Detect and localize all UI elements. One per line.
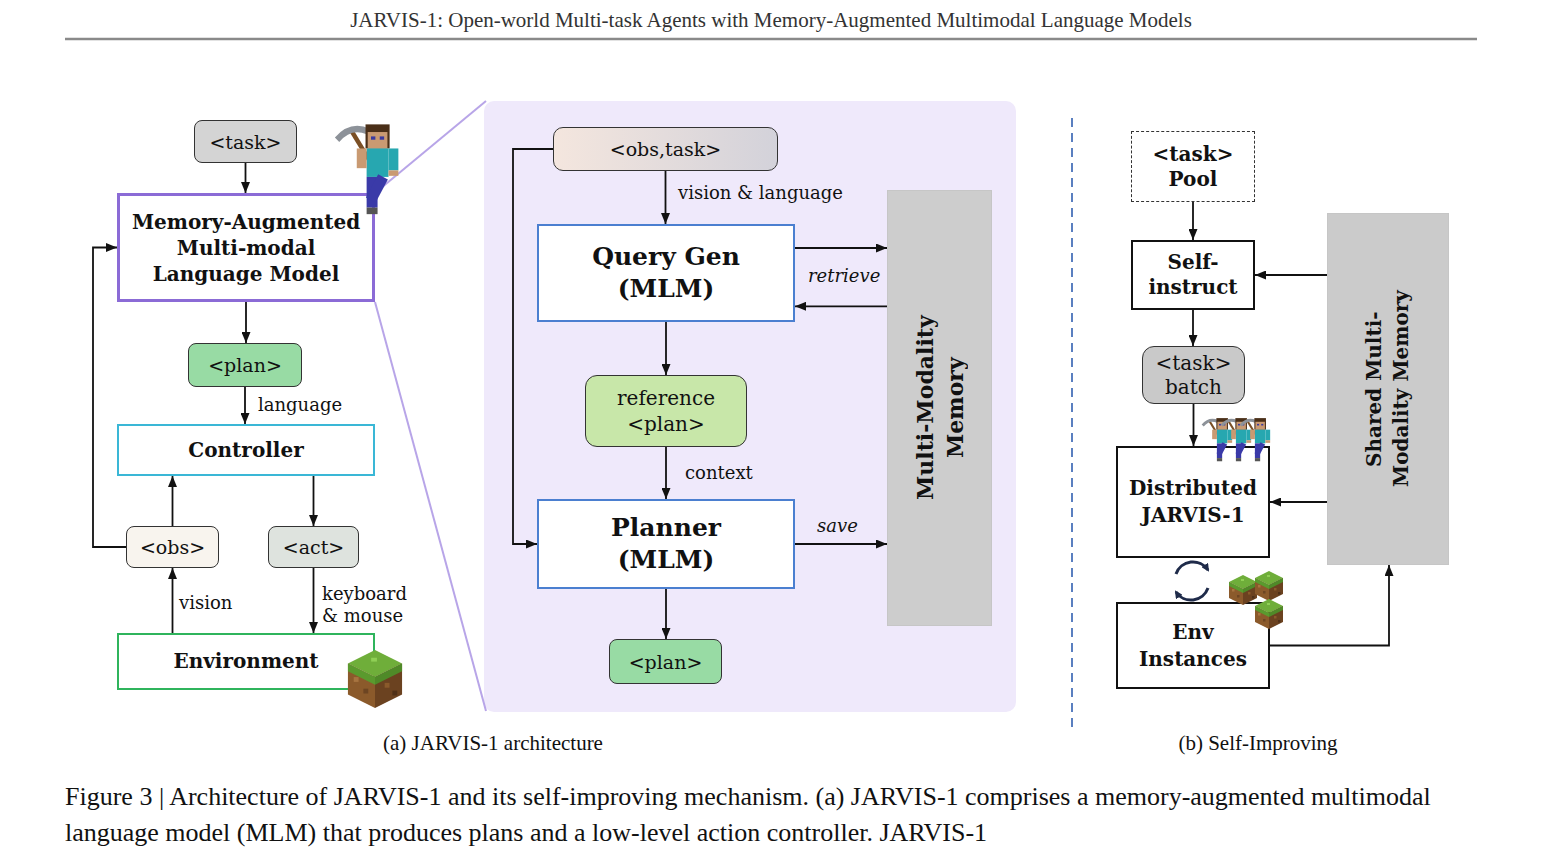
node-text: Controller bbox=[188, 438, 303, 463]
node-text: Self-instruct bbox=[1138, 250, 1248, 300]
zoom-leader bbox=[375, 101, 486, 193]
connector-arrow bbox=[665, 447, 667, 499]
process-box: <obs,task> bbox=[553, 127, 778, 171]
connector-arrow bbox=[313, 568, 315, 633]
process-box: <task> Pool bbox=[1131, 131, 1255, 202]
connector-arrow bbox=[172, 568, 174, 633]
node-text: Environment bbox=[173, 649, 318, 674]
figure-caption: Figure 3 | Architecture of JARVIS-1 and … bbox=[65, 779, 1480, 851]
process-box: Memory-Augmented Multi-modal Language Mo… bbox=[117, 193, 375, 302]
connector-arrow bbox=[795, 543, 887, 545]
node-text: <act> bbox=[283, 535, 344, 559]
cycle-arrow bbox=[1176, 562, 1208, 574]
process-box: Controller bbox=[117, 424, 375, 476]
connector-arrow bbox=[172, 476, 174, 526]
process-box: Query Gen (MLM) bbox=[537, 224, 795, 322]
node-text: Shared Multi-Modality Memory bbox=[1361, 289, 1415, 489]
connector-arrow bbox=[665, 589, 667, 639]
connector-arrow bbox=[1193, 404, 1195, 446]
edge-label: vision & language bbox=[678, 182, 843, 204]
process-box: <obs> bbox=[126, 526, 219, 568]
process-box: Shared Multi-Modality Memory bbox=[1327, 213, 1449, 565]
grass-icon bbox=[1229, 575, 1257, 605]
process-box: <task> batch bbox=[1142, 346, 1245, 404]
node-text: Env Instances bbox=[1128, 619, 1258, 673]
connector-arrow bbox=[313, 476, 315, 526]
header-rule bbox=[65, 38, 1477, 41]
connector-arrow bbox=[1270, 565, 1389, 646]
connector-arrow bbox=[245, 163, 247, 193]
node-text: <plan> bbox=[629, 650, 703, 674]
node-text: Multi-Modality Memory bbox=[910, 303, 970, 513]
process-box: Planner (MLM) bbox=[537, 499, 795, 589]
process-box: reference <plan> bbox=[585, 375, 747, 447]
connector-arrow bbox=[1192, 310, 1194, 346]
connector-arrow bbox=[1255, 274, 1327, 276]
node-text: Memory-Augmented Multi-modal Language Mo… bbox=[126, 209, 366, 287]
process-box: <plan> bbox=[609, 639, 722, 684]
connector-arrow bbox=[1270, 501, 1327, 503]
running-header: JARVIS-1: Open-world Multi-task Agents w… bbox=[0, 7, 1542, 33]
node-text: <task> bbox=[209, 130, 281, 154]
node-text: <obs> bbox=[140, 535, 205, 559]
connector-arrow bbox=[1192, 202, 1194, 240]
edge-label: save bbox=[817, 515, 858, 537]
process-box: <plan> bbox=[188, 343, 302, 387]
edge-label: vision bbox=[179, 592, 232, 614]
process-box: <task> bbox=[194, 120, 297, 163]
cycle-arrow bbox=[1176, 588, 1208, 600]
panel-divider bbox=[1071, 118, 1073, 730]
node-text: Distributed JARVIS-1 bbox=[1121, 475, 1266, 529]
process-box: Self-instruct bbox=[1131, 240, 1255, 310]
zoom-leader bbox=[375, 302, 486, 711]
subfigure-label: (a) JARVIS-1 architecture bbox=[193, 731, 793, 755]
node-text: Query Gen (MLM) bbox=[571, 241, 761, 305]
connector-arrow bbox=[93, 248, 126, 548]
process-box: Env Instances bbox=[1116, 602, 1270, 689]
edge-label: language bbox=[258, 394, 342, 416]
node-text: <plan> bbox=[208, 353, 282, 377]
subfigure-label: (b) Self-Improving bbox=[958, 731, 1542, 755]
process-box: Distributed JARVIS-1 bbox=[1116, 446, 1270, 558]
node-text: <task> batch bbox=[1144, 351, 1244, 399]
edge-label: keyboard & mouse bbox=[322, 583, 422, 627]
edge-label: retrieve bbox=[808, 265, 880, 287]
connector-arrow bbox=[795, 247, 887, 249]
node-text: reference <plan> bbox=[601, 385, 731, 437]
node-text: <task> Pool bbox=[1143, 142, 1243, 192]
node-text: <obs,task> bbox=[610, 137, 721, 161]
process-box: <act> bbox=[268, 526, 359, 568]
connector-arrow bbox=[665, 322, 667, 375]
connector-arrow bbox=[245, 302, 247, 343]
grass-icon bbox=[1255, 571, 1283, 601]
connector-arrow bbox=[513, 149, 553, 544]
process-box: Environment bbox=[117, 633, 375, 690]
connector-arrow bbox=[795, 305, 887, 307]
edge-label: context bbox=[685, 462, 753, 484]
connector-arrow bbox=[244, 387, 246, 424]
connector-arrow bbox=[665, 171, 667, 224]
process-box: Multi-Modality Memory bbox=[887, 190, 992, 626]
zoom-panel bbox=[484, 101, 1016, 712]
node-text: Planner (MLM) bbox=[571, 512, 761, 576]
